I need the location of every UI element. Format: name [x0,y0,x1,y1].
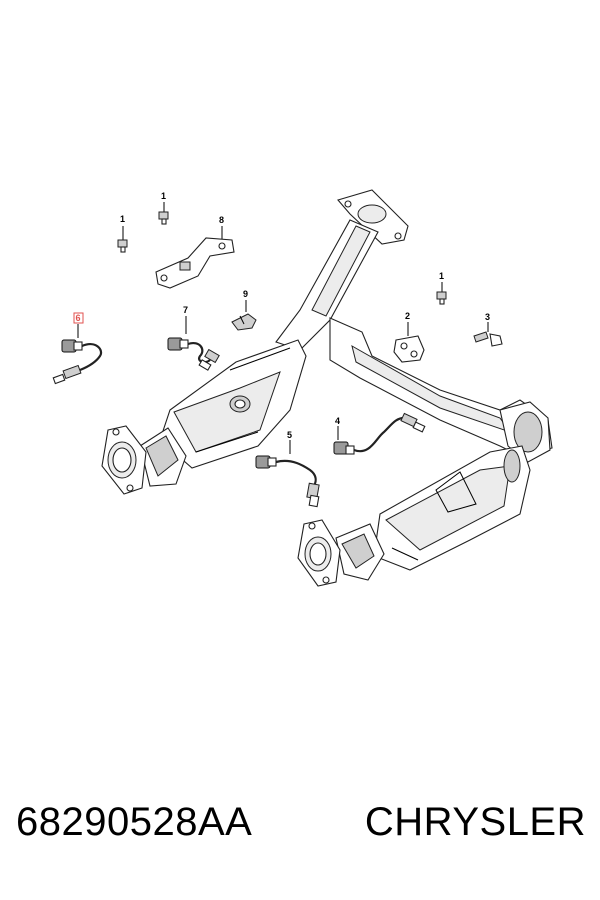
callout-1-right: 1 [439,271,444,281]
callout-4: 4 [335,416,340,426]
footer: 68290528AA CHRYSLER [0,800,600,860]
callout-3: 3 [485,312,490,322]
right-catalytic-converter [335,445,531,581]
oxygen-sensor-part-7 [167,316,220,371]
oxygen-sensor-part-5 [255,440,320,508]
callout-7: 7 [183,305,188,315]
callout-6: 6 [76,313,81,323]
callout-5: 5 [287,430,292,440]
bolt-part-1-top [158,202,169,225]
left-manifold-flange [101,425,147,495]
left-catalytic-converter [139,339,307,487]
brand-name: CHRYSLER [364,800,586,844]
oxygen-sensor-part-4 [333,412,426,455]
exhaust-system-diagram: 1 1 8 9 7 6 1 2 3 4 5 [52,189,553,587]
oxygen-sensor-part-6 [52,324,103,385]
callout-2: 2 [405,311,410,321]
part-number: 68290528AA [16,800,253,844]
stud-part-3 [473,322,503,347]
callout-1-left: 1 [120,214,125,224]
callout-6-box [73,312,84,324]
clip-part-9 [231,300,257,331]
upper-flange [337,189,409,245]
callout-8: 8 [219,215,224,225]
callout-9: 9 [243,289,248,299]
bolt-part-1-left [117,226,128,253]
bracket-part-8 [155,226,235,289]
bolt-part-1-right [436,282,447,305]
callout-1-top: 1 [161,191,166,201]
bracket-part-2 [393,322,425,363]
right-manifold-flange [297,519,341,587]
